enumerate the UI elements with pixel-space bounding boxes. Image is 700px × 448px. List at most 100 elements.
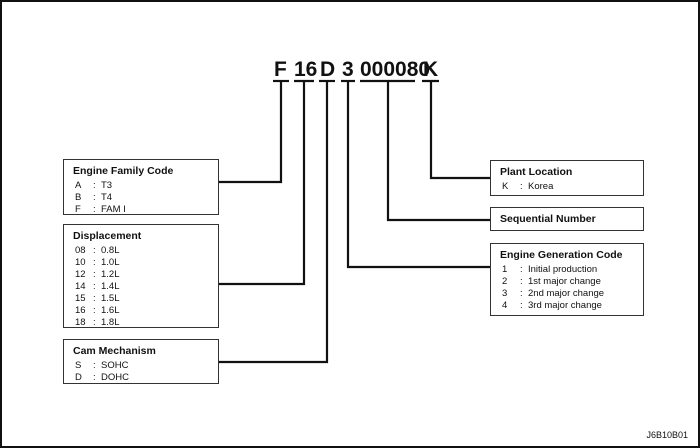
separator: :: [93, 269, 96, 280]
code-row: S: SOHC: [73, 360, 210, 372]
code-row: A: T3: [73, 180, 210, 192]
code-row: 10:1.0L: [73, 257, 210, 269]
code-value: SOHC: [101, 360, 129, 371]
code-plant-letter: K: [423, 58, 439, 81]
code-value: 1.2L: [101, 269, 120, 280]
code-value: T3: [101, 180, 113, 191]
plant-location-title: Plant Location: [500, 166, 573, 178]
code-value: T4: [101, 192, 113, 203]
plant-location-box: Plant Location K: Korea: [490, 160, 644, 196]
code-row: D: DOHC: [73, 372, 210, 384]
code-value: 0.8L: [101, 245, 120, 256]
separator: :: [520, 181, 523, 192]
displacement-title: Displacement: [73, 230, 142, 242]
code-row: 16:1.6L: [73, 305, 210, 317]
code-family-letter: F: [274, 58, 287, 81]
code-value: 1.4L: [101, 281, 120, 292]
separator: :: [93, 372, 96, 383]
code-key: D: [75, 372, 82, 383]
separator: :: [93, 180, 96, 191]
leader-plant: [429, 81, 490, 180]
separator: :: [93, 204, 96, 215]
code-value: 1.5L: [101, 293, 120, 304]
code-value: 1.8L: [101, 317, 120, 328]
separator: :: [93, 192, 96, 203]
code-key: 4: [502, 300, 508, 311]
leader-generation: [346, 81, 490, 269]
code-key: F: [75, 204, 81, 215]
separator: :: [93, 281, 96, 292]
separator: :: [520, 276, 523, 287]
code-key: A: [75, 180, 82, 191]
leader-family: [219, 81, 283, 184]
code-key: 2: [502, 276, 508, 287]
plant-location-list: K: Korea: [500, 181, 635, 193]
separator: :: [93, 245, 96, 256]
sequential-number-title: Sequential Number: [500, 213, 596, 225]
code-key: 18: [75, 317, 86, 328]
code-key: 10: [75, 257, 86, 268]
code-key: 15: [75, 293, 86, 304]
code-key: K: [502, 181, 509, 192]
code-key: 16: [75, 305, 86, 316]
code-row: B: T4: [73, 192, 210, 204]
cam-mechanism-title: Cam Mechanism: [73, 345, 156, 357]
code-row: 4:3rd major change: [500, 300, 635, 312]
cam-mechanism-box: Cam Mechanism S: SOHC D: DOHC: [63, 339, 219, 384]
code-value: DOHC: [101, 372, 129, 383]
sequential-number-box: Sequential Number: [490, 207, 644, 231]
leader-displacement: [219, 81, 306, 286]
separator: :: [93, 257, 96, 268]
code-row: 3:2nd major change: [500, 288, 635, 300]
code-row: 12:1.2L: [73, 269, 210, 281]
code-key: 08: [75, 245, 86, 256]
code-value: 3rd major change: [528, 300, 602, 311]
cam-mechanism-list: S: SOHC D: DOHC: [73, 360, 210, 384]
code-key: 1: [502, 264, 508, 275]
code-key: B: [75, 192, 82, 203]
code-row: 14:1.4L: [73, 281, 210, 293]
code-row: K: Korea: [500, 181, 635, 193]
code-value: 2nd major change: [528, 288, 605, 299]
code-row: 08:0.8L: [73, 245, 210, 257]
code-value: Initial production: [528, 264, 598, 275]
code-displacement-digits: 16: [294, 58, 318, 81]
code-key: 3: [502, 288, 508, 299]
code-row: 2:1st major change: [500, 276, 635, 288]
code-value: 1.0L: [101, 257, 120, 268]
code-key: S: [75, 360, 82, 371]
separator: :: [520, 300, 523, 311]
code-row: F: FAM I: [73, 204, 210, 216]
separator: :: [520, 288, 523, 299]
engine-generation-code-title: Engine Generation Code: [500, 249, 623, 261]
separator: :: [93, 293, 96, 304]
engine-family-code-title: Engine Family Code: [73, 165, 174, 177]
leader-cam: [219, 81, 329, 364]
code-row: 15:1.5L: [73, 293, 210, 305]
figure-id: J6B10B01: [646, 430, 688, 440]
separator: :: [93, 360, 96, 371]
code-row: 18:1.8L: [73, 317, 210, 329]
code-row: 1: Initial production: [500, 264, 635, 276]
code-value: 1.6L: [101, 305, 120, 316]
code-value: 1st major change: [528, 276, 601, 287]
code-generation-digit: 3: [342, 58, 354, 81]
separator: :: [520, 264, 523, 275]
code-key: 14: [75, 281, 86, 292]
separator: :: [93, 317, 96, 328]
code-value: FAM I: [101, 204, 126, 215]
code-key: 12: [75, 269, 86, 280]
engine-generation-code-box: Engine Generation Code 1: Initial product…: [490, 243, 644, 316]
code-sequence-number: 000080: [360, 58, 431, 81]
separator: :: [93, 305, 96, 316]
leader-sequence: [386, 81, 490, 222]
code-cam-letter: D: [320, 58, 336, 81]
code-value: Korea: [528, 181, 554, 192]
